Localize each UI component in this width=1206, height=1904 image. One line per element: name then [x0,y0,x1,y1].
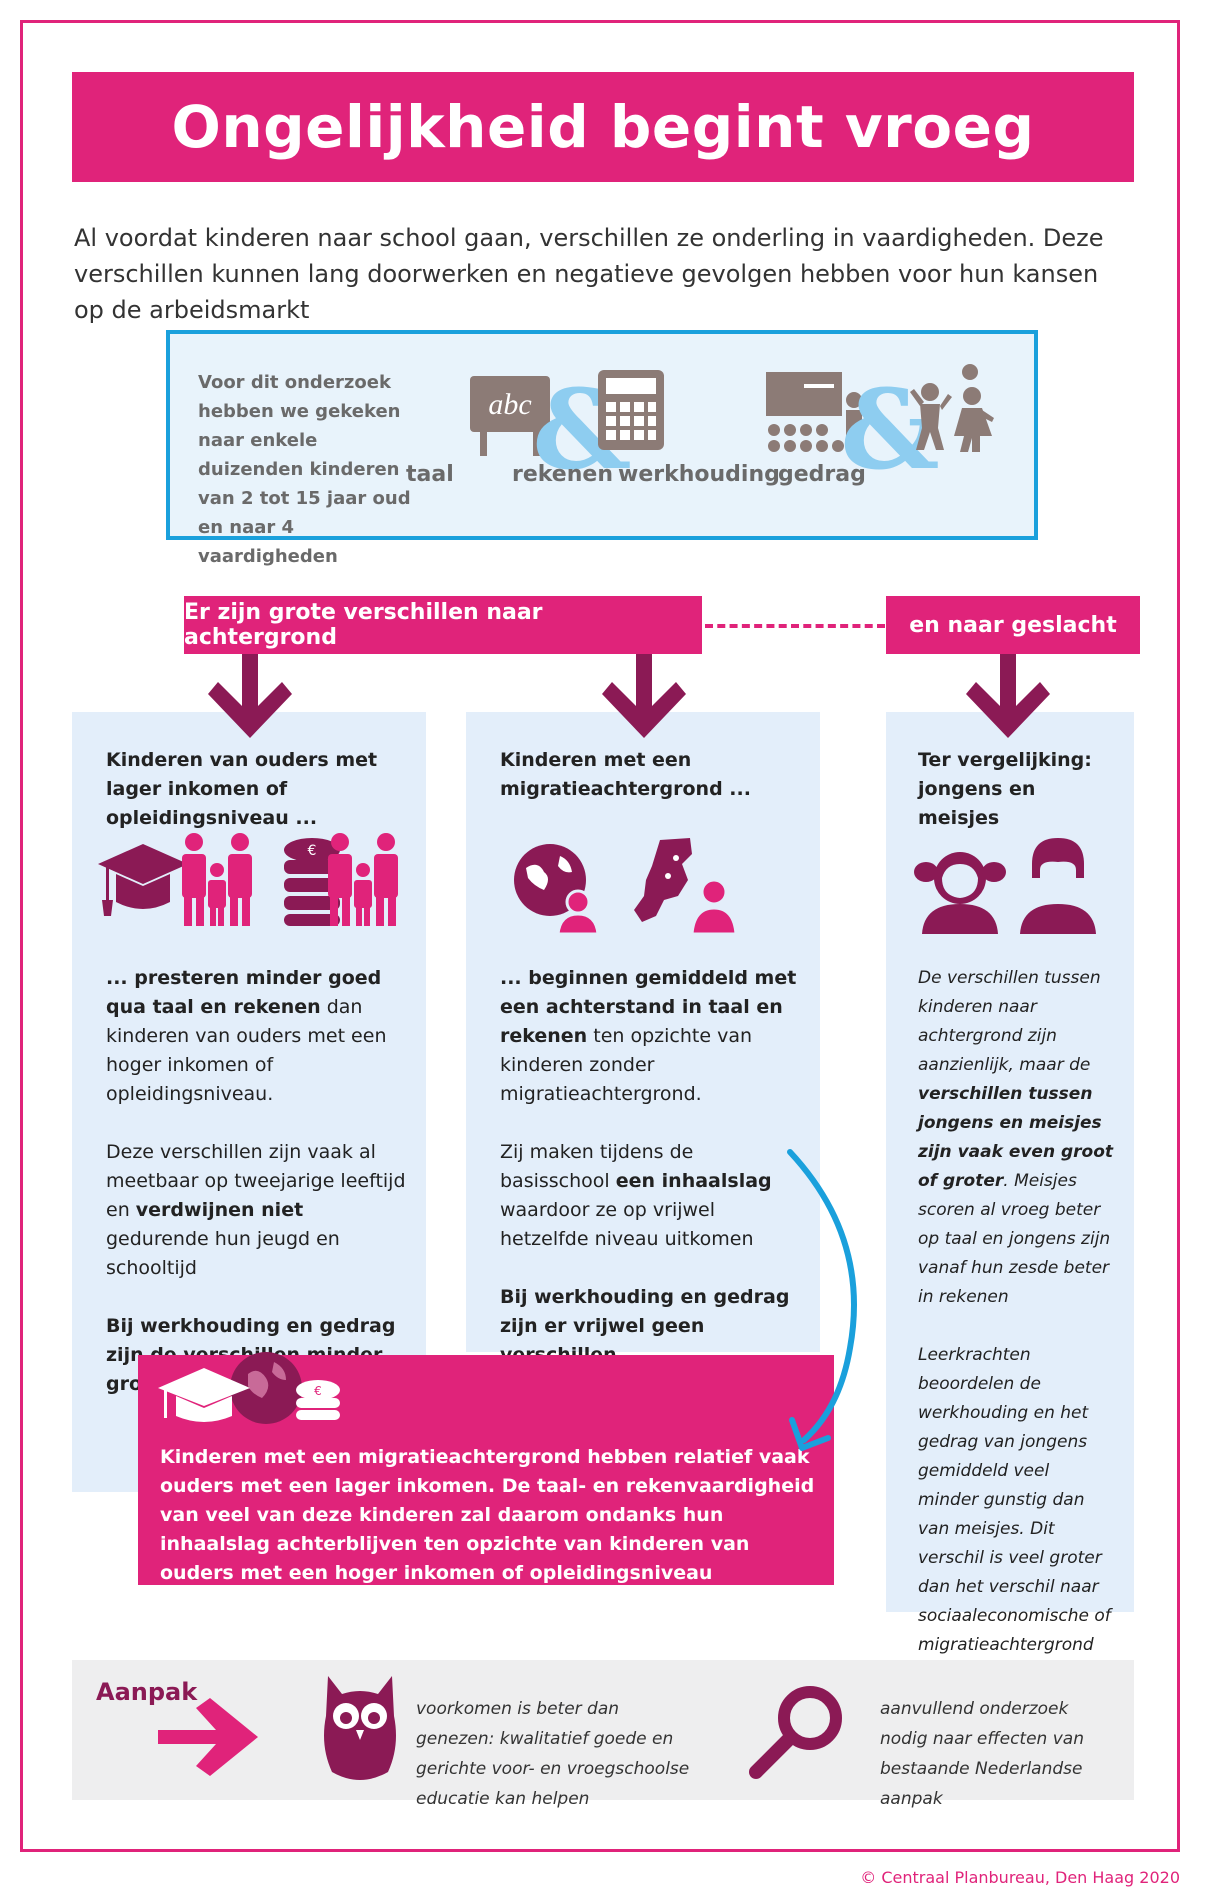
summary-text: Kinderen met een migratieachtergrond heb… [160,1446,815,1584]
intro-text: Al voordat kinderen naar school gaan, ve… [74,224,1104,324]
migration-p1-rest: ten opzichte van kinderen zonder migrati… [500,1025,753,1105]
title-bar: Ongelijkheid begint vroeg [72,72,1134,182]
approach-item-2: aanvullend onderzoek nodig naar effecten… [880,1699,1084,1809]
graduation-cap-icon [98,844,188,916]
summary-icons: € [158,1352,340,1424]
classroom-icon [766,372,862,452]
migration-column [466,712,820,1352]
gender-p1-a: De verschillen tussen kinderen naar acht… [918,968,1101,1075]
dashed-connector [705,624,885,628]
down-arrow-icon-3 [966,654,1050,738]
income-p2-a: Deze verschillen zijn vaak al meetbaar o… [106,1141,406,1221]
svg-text:€: € [308,843,317,859]
income-p1-bold: ... presteren minder goed qua taal en re… [106,967,382,1018]
abc-text: abc [488,388,531,421]
curved-arrow-icon [787,1149,857,1451]
gender-p1-bold: verschillen tussen jongens en meisjes zi… [918,1084,1114,1191]
migration-p1-bold: ... beginnen gemiddeld met een achtersta… [500,967,797,1047]
gender-p1-b: . Meisjes scoren al vroeg beter op taal … [918,1171,1111,1307]
migration-p3-bold: Bij werkhouding en gedrag zijn er vrijwe… [500,1286,790,1366]
gender-p2: Leerkrachten beoordelen de werkhouding e… [918,1345,1111,1655]
playing-children-icon [910,364,994,452]
svg-text:€: € [314,1384,322,1398]
skill-werkhouding: werkhouding [618,462,780,487]
income-p2-bold: verdwijnen niet [135,1199,304,1221]
migration-p2-bold: een inhaalslag [615,1170,772,1192]
skill-rekenen: rekenen [512,462,613,487]
globe-person-icon [514,844,600,936]
migration-p2-a: Zij maken tijdens de basisschool [500,1141,694,1192]
migration-body: ... beginnen gemiddeld met een achtersta… [500,964,800,1399]
down-arrow-icon [208,654,292,738]
right-arrow-icon [158,1698,258,1776]
copyright: © Centraal Planbureau, Den Haag 2020 [860,1868,1180,1887]
background-tag: Er zijn grote verschillen naar achtergro… [184,596,702,654]
owl-icon [324,1676,396,1780]
skill-taal: taal [406,462,454,487]
girl-icon [914,852,1006,934]
magnifier-icon [749,1686,842,1779]
approach-label: Aanpak [96,1678,198,1706]
income-heading: Kinderen van ouders met lager inkomen of… [106,749,378,829]
family-icon [182,833,252,926]
migration-p2-b: waardoor ze op vrijwel hetzelfde niveau … [500,1199,754,1250]
down-arrow-icon-2 [602,654,686,738]
gender-tag: en naar geslacht [886,596,1140,654]
approach-item-1: voorkomen is beter dan genezen: kwalitat… [416,1699,690,1809]
family-icon-2 [328,833,398,926]
coins-icon: € [284,838,340,926]
gender-body: De verschillen tussen kinderen naar acht… [918,964,1114,1689]
page-frame [20,20,1180,1852]
study-text: Voor dit onderzoek hebben we gekeken naa… [198,372,411,567]
boy-icon [1020,838,1096,934]
skill-gedrag: gedrag [778,462,866,487]
study-box: Voor dit onderzoek hebben we gekeken naa… [166,330,1038,567]
income-p2-b: gedurende hun jeugd en schooltijd [106,1228,340,1279]
chalkboard-icon: abc [470,376,550,456]
gender-column [886,712,1134,1612]
income-p1-rest: dan kinderen van ouders met een hoger in… [106,996,387,1105]
map-person-icon [634,838,738,936]
migration-heading: Kinderen met een migratieachtergrond ... [500,749,751,800]
calculator-icon [598,370,664,450]
gender-heading: Ter vergelijking: jongens en meisjes [918,749,1092,829]
approach-bar: Aanpak voorkomen is beter dan genezen: k… [72,1660,1134,1809]
page-title: Ongelijkheid begint vroeg [171,93,1035,161]
